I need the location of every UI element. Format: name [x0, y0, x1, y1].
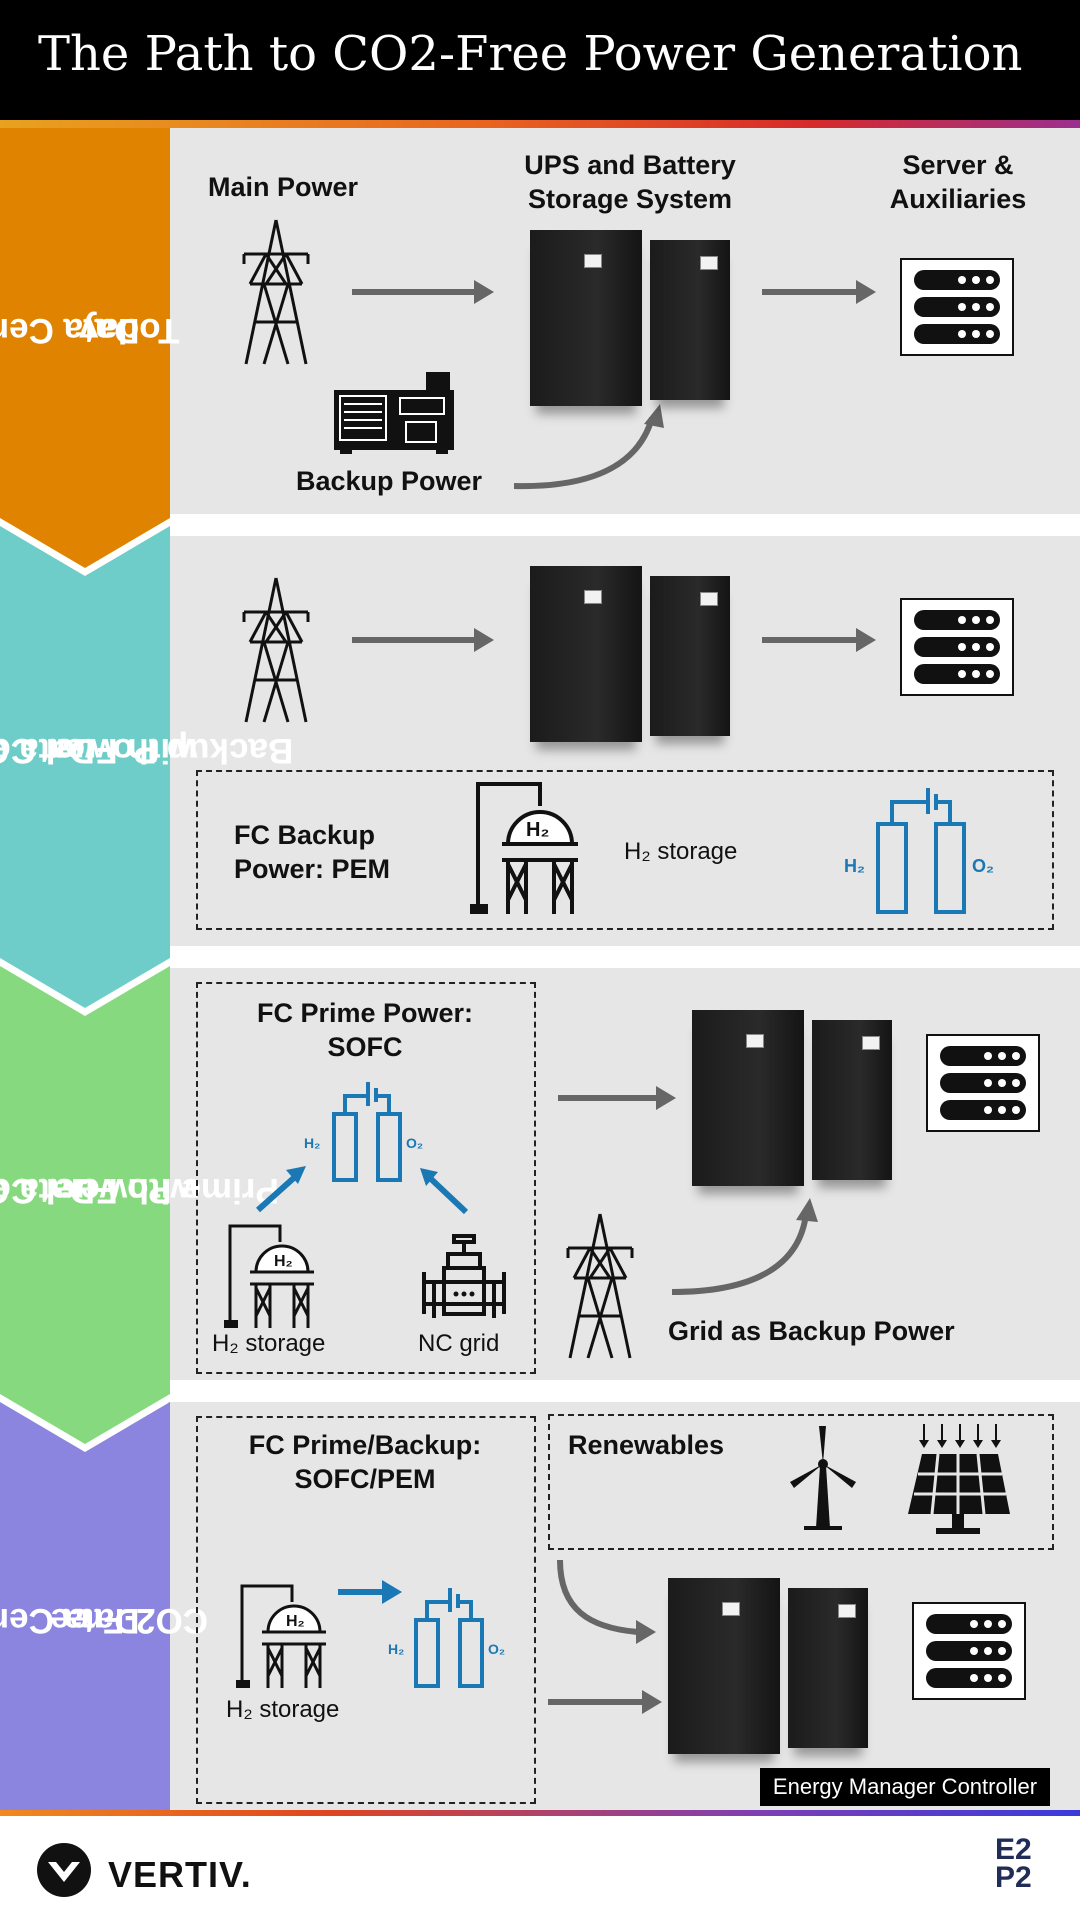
power-tower-icon	[242, 219, 310, 365]
energy-manager-controller-label: Energy Manager Controller	[760, 1768, 1050, 1806]
band-co2free	[0, 1402, 170, 1810]
hydrogen-tank-icon: H₂	[470, 782, 578, 914]
ups-cabinet-small	[650, 240, 730, 400]
fc-backup-box	[196, 770, 1054, 930]
bottom-gradient-bar	[0, 1810, 1080, 1816]
generator-icon	[334, 372, 454, 454]
fc-o2-label: O₂	[972, 856, 994, 876]
gas-pipe-valve-icon	[422, 1234, 506, 1318]
wind-turbine-icon	[790, 1426, 856, 1530]
tank-h2-text: H₂	[286, 1613, 305, 1630]
tank-h2-text: H₂	[526, 819, 549, 841]
server-rack-icon	[926, 1034, 1040, 1132]
arrow-renewables-to-ups	[557, 1559, 639, 1635]
backup-power-label: Backup Power	[296, 466, 483, 496]
server-label: Server &Auxiliaries	[889, 150, 1027, 214]
fuel-cell-icon: H₂ O₂	[844, 788, 994, 914]
server-rack-icon	[912, 1602, 1026, 1700]
fc-h2-label: H₂	[388, 1641, 404, 1657]
fc-h2-label: H₂	[304, 1135, 320, 1151]
h2-storage-label: H₂ storage	[226, 1696, 340, 1723]
server-rack-icon	[900, 598, 1014, 696]
ups-cabinet-large	[530, 230, 642, 406]
band-backup	[0, 526, 170, 1008]
vertiv-logo-icon	[37, 1843, 91, 1897]
fc-primebackup-label: FC Prime/Backup:SOFC/PEM	[248, 1430, 482, 1494]
fuel-cell-icon: H₂ O₂	[388, 1588, 505, 1688]
vertiv-logo-text: VERTIV.	[108, 1854, 252, 1895]
nc-grid-label: NC grid	[418, 1330, 500, 1357]
fc-h2-label: H₂	[844, 856, 865, 876]
h2-storage-label: H₂ storage	[624, 838, 738, 865]
tank-h2-text: H₂	[274, 1253, 293, 1270]
solar-panel-icon	[908, 1424, 1010, 1534]
power-tower-icon	[566, 1213, 634, 1359]
fc-prime-label: FC Prime Power:SOFC	[256, 998, 474, 1062]
hydrogen-tank-icon: H₂	[224, 1224, 314, 1328]
fc-primebackup-box	[196, 1416, 536, 1804]
server-rack-icon	[900, 258, 1014, 356]
renewables-label: Renewables	[568, 1430, 725, 1460]
main-power-label: Main Power	[208, 172, 359, 202]
band-today	[0, 128, 170, 568]
page-title: The Path to CO2-Free Power Generation	[38, 26, 1023, 82]
section-bands	[0, 128, 170, 1810]
h2-storage-label: H₂ storage	[212, 1330, 326, 1357]
fc-o2-label: O₂	[406, 1135, 423, 1151]
renewables-box	[548, 1414, 1054, 1550]
fuel-cell-icon: H₂ O₂	[304, 1082, 423, 1182]
grid-backup-label: Grid as Backup Power	[668, 1316, 955, 1346]
arrow-backup-to-ups	[513, 417, 655, 490]
hydrogen-tank-icon: H₂	[236, 1584, 326, 1688]
fc-o2-label: O₂	[488, 1641, 505, 1657]
top-gradient-bar	[0, 120, 1080, 128]
band-prime	[0, 966, 170, 1444]
power-tower-icon	[242, 577, 310, 723]
fc-prime-box	[196, 982, 536, 1374]
arrow-grid-to-ups-3	[671, 1213, 809, 1295]
title-bar: The Path to CO2-Free Power Generation	[0, 0, 1080, 120]
